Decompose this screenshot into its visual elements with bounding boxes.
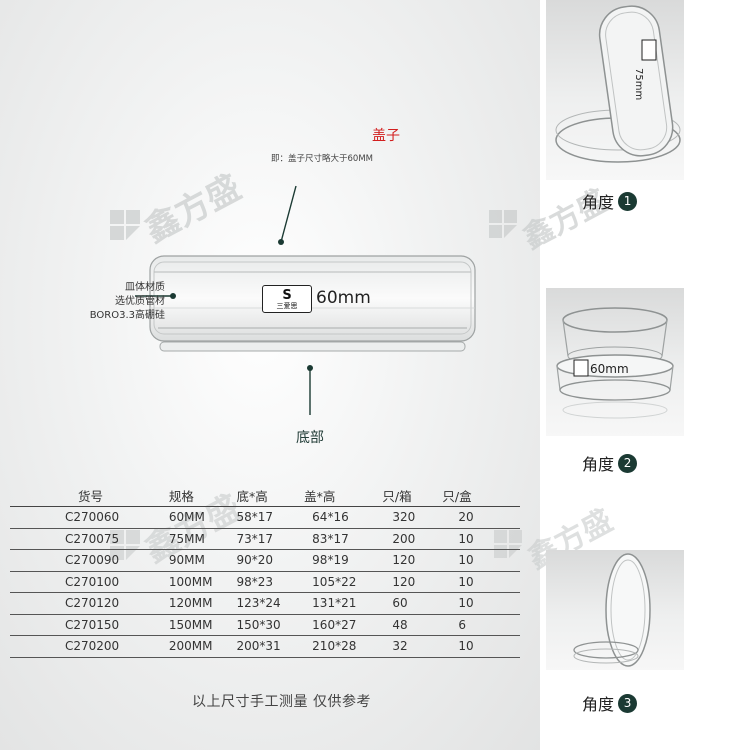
dish-size-label: 60mm <box>316 288 371 308</box>
table-cell: 160*27 <box>304 614 383 636</box>
table-cell: 90MM <box>168 549 237 572</box>
table-cell: 98*19 <box>304 549 383 572</box>
table-cell: 60MM <box>168 506 237 529</box>
angle-photo-3 <box>546 550 684 670</box>
watermark-logo: 鑫方盛 <box>485 170 615 270</box>
petri-dish-image <box>149 255 476 352</box>
table-cell: 120MM <box>168 592 237 615</box>
table-cell: 150*30 <box>236 614 305 636</box>
table-cell: 73*17 <box>236 528 305 550</box>
table-cell: 131*21 <box>304 592 383 615</box>
angle-photo-2 <box>546 288 684 436</box>
table-cell: 60 <box>382 592 443 615</box>
table-cell: 120 <box>382 549 443 572</box>
table-cell: 200 <box>382 528 443 550</box>
table-cell: 10 <box>442 528 520 550</box>
table-cell: 123*24 <box>236 592 305 615</box>
body-material-note: 皿体材质 选优质管材 BORO3.3高硼硅 <box>60 281 165 323</box>
table-cell: 83*17 <box>304 528 383 550</box>
col-header-per-case: 只/箱 <box>382 484 443 507</box>
table-cell: 10 <box>442 592 520 615</box>
table-cell: 120 <box>382 571 443 593</box>
table-cell: 98*23 <box>236 571 305 593</box>
table-cell: C270200 <box>10 635 169 658</box>
table-cell: 105*22 <box>304 571 383 593</box>
table-cell: C270090 <box>10 549 169 572</box>
table-cell: 20 <box>442 506 520 529</box>
angle-number-badge: 1 <box>618 191 638 211</box>
lid-title: 盖子 <box>372 128 400 144</box>
table-cell: 32 <box>382 635 443 658</box>
table-cell: 75MM <box>168 528 237 550</box>
table-cell: C270060 <box>10 506 169 529</box>
col-header-lid-height: 盖*高 <box>304 484 383 507</box>
callout-lines <box>135 185 313 415</box>
brand-text: 三爱思 <box>276 301 298 310</box>
table-header-row: 货号 规格 底*高 盖*高 只/箱 只/盒 <box>10 484 520 507</box>
angle2-dish-size: 60mm <box>590 362 629 376</box>
col-header-spec: 规格 <box>168 484 237 507</box>
body-material-line1: 皿体材质 <box>125 282 165 293</box>
table-cell: C270075 <box>10 528 169 550</box>
body-material-line2: 选优质管材 <box>115 296 165 307</box>
table-cell: 58*17 <box>236 506 305 529</box>
lid-note: 即：盖子尺寸略大于60MM <box>271 154 373 164</box>
table-cell: 100MM <box>168 571 237 593</box>
table-cell: 200MM <box>168 635 237 658</box>
angle-photo-1 <box>546 0 684 180</box>
table-cell: 200*31 <box>236 635 305 658</box>
table-cell: 210*28 <box>304 635 383 658</box>
table-cell: C270150 <box>10 614 169 636</box>
table-cell: C270100 <box>10 571 169 593</box>
table-cell: 48 <box>382 614 443 636</box>
table-cell: 150MM <box>168 614 237 636</box>
footnote: 以上尺寸手工测量 仅供参考 <box>192 694 371 710</box>
table-cell: 64*16 <box>304 506 383 529</box>
bottom-label: 底部 <box>296 430 324 446</box>
col-header-base-height: 底*高 <box>236 484 305 507</box>
dish-brand-logo: S 三爱思 <box>262 285 312 313</box>
col-header-per-box: 只/盒 <box>442 484 520 507</box>
body-material-line3: BORO3.3高硼硅 <box>89 310 165 321</box>
col-header-item-no: 货号 <box>10 484 169 507</box>
table-cell: 90*20 <box>236 549 305 572</box>
table-cell: 10 <box>442 571 520 593</box>
table-cell: 10 <box>442 549 520 572</box>
angle-number-badge: 3 <box>618 693 638 713</box>
table-cell: 10 <box>442 635 520 658</box>
table-cell: 6 <box>442 614 520 636</box>
table-cell: C270120 <box>10 592 169 615</box>
angle-number-badge: 2 <box>618 453 638 473</box>
watermark-logo: 鑫方盛 <box>100 160 260 260</box>
table-cell: 320 <box>382 506 443 529</box>
angle1-dish-size: 75mm <box>633 68 644 101</box>
